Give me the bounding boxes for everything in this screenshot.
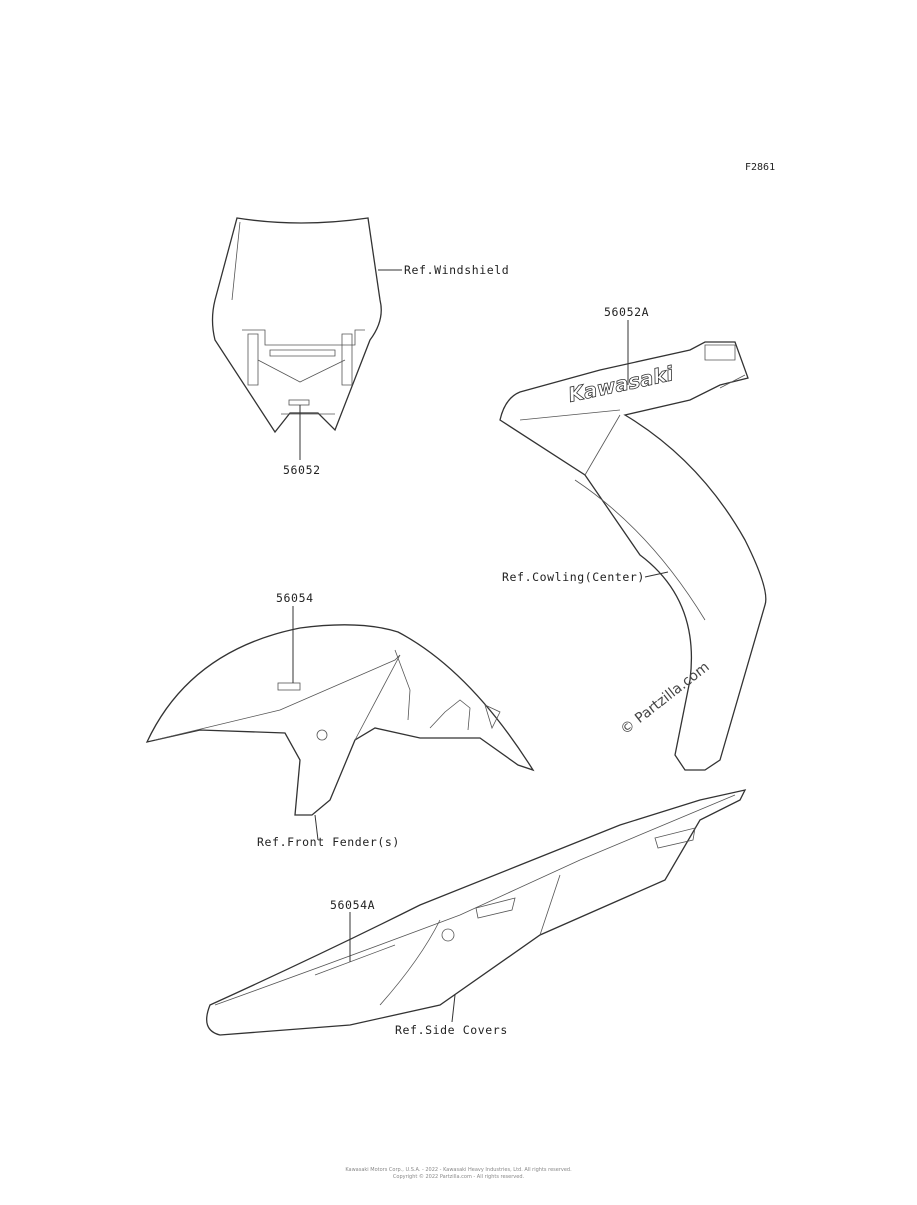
watermark: © Partzilla.com xyxy=(618,659,713,738)
windshield-ref-label: Ref.Windshield xyxy=(404,263,509,277)
windshield-drawing xyxy=(211,217,402,460)
cowling-ref-label: Ref.Cowling(Center) xyxy=(502,570,645,584)
fender-ref-label: Ref.Front Fender(s) xyxy=(257,835,400,849)
windshield-decal-code: 56052 xyxy=(283,463,321,477)
footer-copyright-line2: Copyright © 2022 Partzilla.com - All rig… xyxy=(392,1174,525,1180)
cowling-decal-code: 56052A xyxy=(604,305,649,319)
side-decal-code: 56054A xyxy=(330,898,375,912)
side-covers-drawing xyxy=(206,789,747,1036)
front-fender-drawing xyxy=(145,606,535,841)
footer-copyright-line1: Kawasaki Motors Corp., U.S.A. - 2022 - K… xyxy=(345,1167,572,1173)
cowling-drawing xyxy=(499,341,767,771)
side-ref-label: Ref.Side Covers xyxy=(395,1023,508,1037)
figure-code: F2861 xyxy=(745,162,775,173)
fender-decal-code: 56054 xyxy=(276,591,314,605)
cowling-brand-logo: Kawasaki xyxy=(566,361,676,407)
